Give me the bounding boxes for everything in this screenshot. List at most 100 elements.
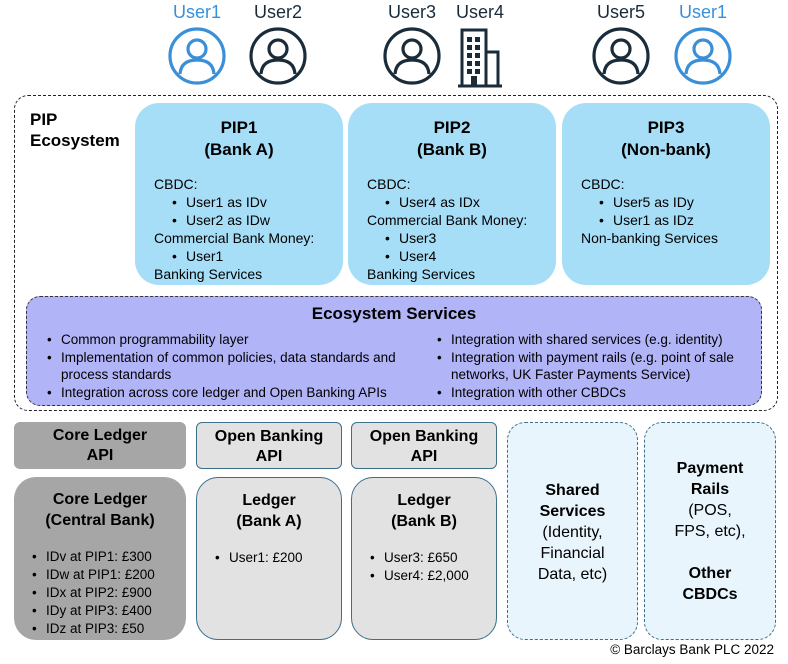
ledger-bank-b: Ledger (Bank B) User3: £650User4: £2,000: [351, 477, 497, 640]
pip-ecosystem-boundary: [14, 95, 778, 411]
open-banking-api-bank-a: Open Banking API: [196, 422, 342, 469]
pip-ecosystem-title: PIP Ecosystem: [30, 109, 120, 151]
ecosystem-service-item: Integration across core ledger and Open …: [47, 384, 427, 402]
user-icon: [167, 26, 227, 91]
pip-detail-item: User4 as IDx: [367, 193, 527, 211]
user-label: User2: [253, 2, 302, 22]
open-banking-api-b-line2: API: [410, 448, 438, 465]
shared-services-title-line2: Services: [539, 503, 606, 520]
pip-detail-heading: CBDC:: [367, 176, 411, 192]
ledger-a-balances: User1: £200: [215, 549, 303, 567]
other-cbdcs-title: Other CBDCs: [645, 563, 775, 605]
ledger-b-title: Ledger: [397, 492, 451, 509]
pip-detail-heading: Non-banking Services: [581, 230, 718, 246]
ledger-a-title: Ledger: [242, 492, 296, 509]
open-banking-api-a-line2: API: [255, 448, 283, 465]
pip-ecosystem-title-line1: PIP: [30, 110, 58, 129]
core-ledger-api: Core Ledger API: [14, 422, 186, 469]
ecosystem-service-item: Integration with shared services (e.g. i…: [437, 331, 757, 349]
shared-services-title: Shared Services: [508, 480, 637, 522]
payment-rails-box: Payment Rails (POS, FPS, etc), Other CBDC…: [644, 422, 776, 640]
open-banking-api-a-line1: Open Banking: [214, 428, 324, 445]
ecosystem-service-item: Integration with payment rails (e.g. poi…: [437, 349, 757, 384]
ledger-balance-item: IDy at PIP3: £400: [32, 602, 155, 620]
ecosystem-service-item: Integration with other CBDCs: [437, 384, 757, 402]
pip-ecosystem-title-line2: Ecosystem: [30, 131, 120, 150]
pip3-title: PIP3: [647, 118, 685, 137]
core-ledger-api-line2: API: [86, 447, 114, 464]
open-banking-api-b-line1: Open Banking: [369, 428, 479, 445]
pip-detail-heading: Commercial Bank Money:: [154, 230, 315, 246]
user-icon: [673, 26, 733, 91]
pip-detail-heading: CBDC:: [581, 176, 625, 192]
core-ledger-title: Core Ledger: [52, 491, 148, 508]
core-ledger-subtitle: (Central Bank): [45, 512, 155, 529]
pip-detail-item: User4: [367, 247, 527, 265]
user-label: User1: [678, 2, 727, 22]
pip-detail-item: User1: [154, 247, 314, 265]
user-label: User3: [387, 2, 436, 22]
other-cbdcs-title-line1: Other: [688, 565, 732, 582]
ecosystem-services-right-list: Integration with shared services (e.g. i…: [437, 331, 757, 401]
ledger-balance-item: IDv at PIP1: £300: [32, 548, 155, 566]
user-icon: [248, 26, 308, 91]
pip1-box: PIP1 (Bank A) CBDC:User1 as IDvUser2 as I…: [135, 103, 343, 285]
pip-detail-item: User3: [367, 229, 527, 247]
ledger-balance-item: IDz at PIP3: £50: [32, 620, 155, 638]
ledger-balance-item: User1: £200: [215, 549, 303, 567]
pip-detail-heading: Banking Services: [367, 266, 476, 282]
user-label: User1: [172, 2, 221, 22]
pip-detail-item: User1 as IDv: [154, 193, 314, 211]
pip-detail-heading: Commercial Bank Money:: [367, 212, 528, 228]
user-icon: [382, 26, 442, 91]
pip3-details: CBDC:User5 as IDyUser1 as IDzNon-banking…: [581, 175, 718, 247]
description-line: (POS,: [688, 502, 732, 519]
pip-detail-heading: CBDC:: [154, 176, 198, 192]
ledger-balance-item: IDx at PIP2: £900: [32, 584, 155, 602]
pip3-box: PIP3 (Non-bank) CBDC:User5 as IDyUser1 as…: [562, 103, 770, 285]
pip3-subtitle: (Non-bank): [621, 140, 711, 159]
description-line: (Identity,: [542, 524, 603, 541]
pip-detail-item: User1 as IDz: [581, 211, 718, 229]
description-line: Financial: [540, 545, 605, 562]
copyright-notice: © Barclays Bank PLC 2022: [610, 642, 774, 657]
ledger-balance-item: IDw at PIP1: £200: [32, 566, 155, 584]
pip-detail-heading: Banking Services: [154, 266, 263, 282]
ledger-a-subtitle: (Bank A): [236, 513, 302, 530]
other-cbdcs-title-line2: CBDCs: [682, 586, 738, 603]
ledger-bank-a: Ledger (Bank A) User1: £200: [196, 477, 342, 640]
ledger-balance-item: User4: £2,000: [370, 567, 469, 585]
pip-detail-item: User2 as IDw: [154, 211, 314, 229]
ecosystem-services-left-list: Common programmability layerImplementati…: [47, 331, 427, 401]
user-label: User5: [596, 2, 645, 22]
pip2-title: PIP2: [433, 118, 471, 137]
core-ledger-api-line1: Core Ledger: [52, 427, 148, 444]
payment-rails-title-line1: Payment: [676, 460, 744, 477]
pip1-title: PIP1: [220, 118, 258, 137]
user-label: User4: [455, 2, 504, 22]
pip-detail-item: User5 as IDy: [581, 193, 718, 211]
building-icon: [456, 26, 504, 93]
payment-rails-description: (POS, FPS, etc),: [645, 500, 775, 542]
ledger-b-balances: User3: £650User4: £2,000: [370, 549, 469, 585]
pip1-subtitle: (Bank A): [204, 140, 274, 159]
ledger-b-subtitle: (Bank B): [391, 513, 457, 530]
payment-rails-title: Payment Rails: [645, 458, 775, 500]
description-line: FPS, etc),: [674, 523, 746, 540]
pip1-details: CBDC:User1 as IDvUser2 as IDwCommercial …: [154, 175, 314, 283]
ecosystem-service-item: Implementation of common policies, data …: [47, 349, 427, 384]
shared-services-title-line1: Shared: [545, 482, 600, 499]
ecosystem-services-title: Ecosystem Services: [311, 304, 477, 323]
open-banking-api-bank-b: Open Banking API: [351, 422, 497, 469]
ledger-balance-item: User3: £650: [370, 549, 469, 567]
pip2-box: PIP2 (Bank B) CBDC:User4 as IDxCommercial…: [348, 103, 556, 285]
user-icon: [591, 26, 651, 91]
ecosystem-services-box: Ecosystem Services Common programmabilit…: [26, 296, 762, 406]
core-ledger-central-bank: Core Ledger (Central Bank) IDv at PIP1: £…: [14, 477, 186, 640]
pip2-subtitle: (Bank B): [417, 140, 487, 159]
description-line: Data, etc): [537, 566, 608, 583]
core-ledger-balances: IDv at PIP1: £300IDw at PIP1: £200IDx at…: [32, 548, 155, 638]
